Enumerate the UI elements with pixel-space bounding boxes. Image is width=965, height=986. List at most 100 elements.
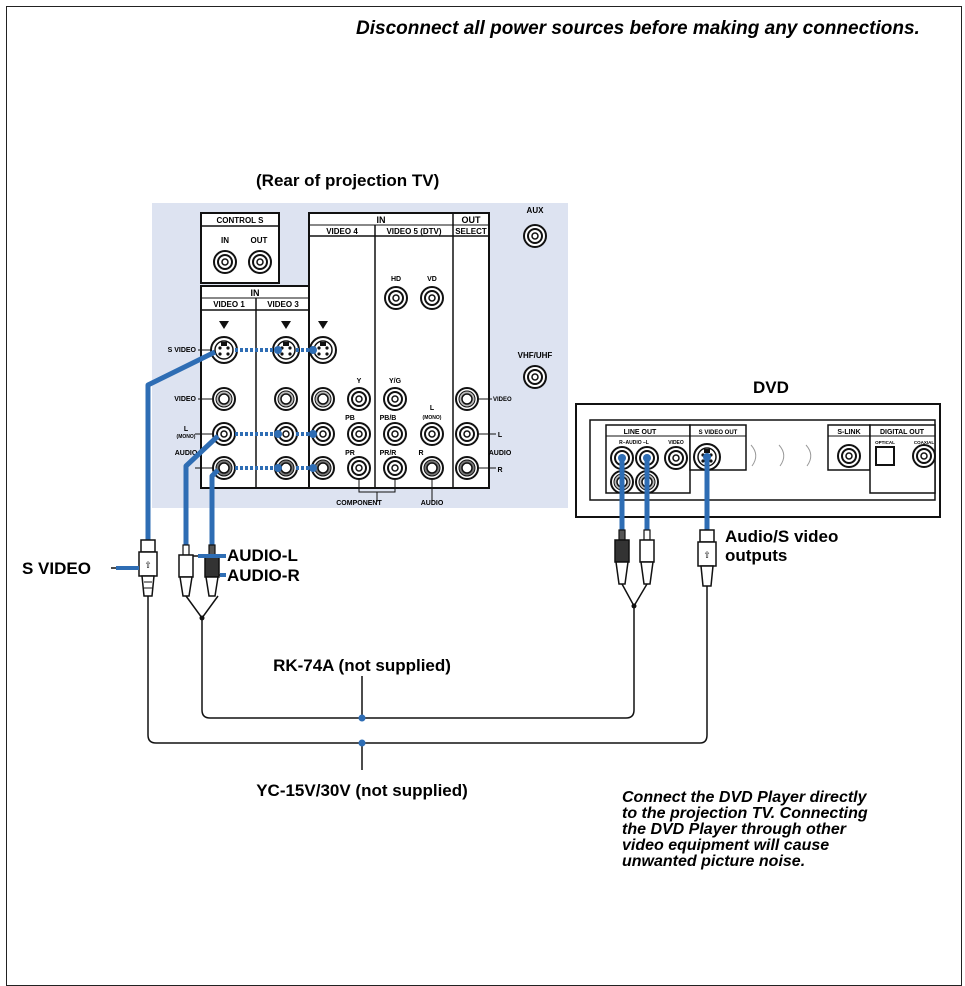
tv-audio-l-plug	[178, 544, 194, 597]
control-s-out-label: OUT	[251, 236, 268, 245]
cable-y-dots	[199, 603, 637, 621]
rk74a-label: RK-74A (not supplied)	[273, 656, 451, 675]
r-audio-l-label: R–AUDIO –L	[619, 440, 649, 446]
control-s-in-jack	[213, 250, 237, 274]
video4-video-jack	[311, 387, 335, 411]
video4-label: VIDEO 4	[326, 227, 358, 236]
note-text: Connect the DVD Player directly to the p…	[622, 789, 868, 870]
pb-label: PB	[345, 415, 355, 422]
coaxial-label: COAXIAL	[914, 440, 935, 445]
out-video-label: VIDEO	[493, 397, 512, 403]
video5-yg-jack	[383, 387, 407, 411]
prr-label: PR/R	[380, 450, 397, 457]
optical-port	[875, 446, 895, 466]
dvd-video-label: VIDEO	[668, 440, 684, 446]
rear-tv-title: (Rear of projection TV)	[256, 171, 439, 190]
line-out-label: LINE OUT	[624, 429, 657, 436]
select-label: SELECT	[455, 227, 487, 236]
in-left-label: IN	[251, 288, 260, 298]
row-l-label: L	[184, 426, 189, 433]
input-link-dots	[274, 346, 317, 472]
control-s-label: CONTROL S	[217, 216, 265, 225]
svg-text:⇧: ⇧	[703, 550, 711, 560]
component-label: COMPONENT	[336, 500, 382, 507]
hd-jack	[384, 286, 408, 310]
yg-label: Y/G	[389, 378, 402, 385]
dvd-s-link-section: S-LINK	[827, 424, 871, 471]
tv-audio-r-plug	[204, 544, 220, 597]
pbb-label: PB/B	[380, 415, 397, 422]
yc15v-label: YC-15V/30V (not supplied)	[256, 781, 468, 800]
y-label: Y	[357, 378, 362, 385]
video5-pbb-jack	[383, 422, 407, 446]
optical-label: OPTICAL	[875, 440, 895, 445]
video4-pr-jack	[347, 456, 371, 480]
video5-prr-jack	[383, 456, 407, 480]
dvd-digital-out-section: DIGITAL OUT OPTICAL COAXIAL	[869, 424, 936, 494]
row-svideo-label: S VIDEO	[168, 347, 197, 354]
dvd-output-dots	[618, 453, 711, 462]
out-video-jack	[455, 387, 479, 411]
in-top-label: IN	[377, 215, 386, 225]
dvd-audio-l-plug	[639, 529, 655, 585]
audio-r-label: AUDIO-R	[227, 566, 300, 585]
vhf-uhf-jack	[523, 365, 547, 389]
input-link-lines	[235, 348, 313, 470]
dvd-audio-r-plug	[614, 529, 630, 585]
audio-l-label: AUDIO-L	[227, 546, 298, 565]
row-audio-label: AUDIO	[175, 450, 198, 457]
s-link-label: S-LINK	[837, 429, 860, 436]
audio-bottom-label: AUDIO	[421, 500, 444, 507]
hd-label: HD	[391, 276, 401, 283]
aux-label: AUX	[527, 206, 545, 215]
control-s-in-label: IN	[221, 236, 229, 245]
video1-video-jack	[212, 387, 236, 411]
l-label: L	[430, 405, 435, 412]
video4-y-jack	[347, 387, 371, 411]
tv-left-in-block: IN VIDEO 1 VIDEO 3	[200, 285, 310, 489]
s-link-jack	[837, 444, 861, 468]
dvd-decor-arcs	[750, 444, 812, 467]
tv-input-cables	[145, 349, 220, 545]
pr-label: PR	[345, 450, 355, 457]
out-r-label: R	[497, 467, 502, 474]
control-s-out-jack	[248, 250, 272, 274]
out-audio-r-jack	[455, 456, 479, 480]
video1-audio-l-jack	[212, 422, 236, 446]
vhf-uhf-label: VHF/UHF	[518, 351, 553, 360]
video1-svideo-jack	[210, 336, 238, 364]
video5-audio-r-jack	[420, 456, 444, 480]
out-l-label: L	[498, 432, 503, 439]
control-s-box: CONTROL S IN OUT	[200, 212, 280, 284]
row-mono-label: (MONO)	[177, 434, 196, 440]
dvd-s-video-out-section: S VIDEO OUT	[689, 424, 747, 471]
dvd-video-out-jack	[664, 446, 688, 470]
video3-label: VIDEO 3	[267, 300, 299, 309]
tv-svideo-plug: ⇧	[138, 539, 158, 597]
dvd-svideo-plug: ⇧	[697, 529, 717, 587]
coaxial-jack	[912, 444, 936, 468]
dvd-outputs-label-2: outputs	[725, 546, 787, 565]
out-audio-l-jack	[455, 422, 479, 446]
s-video-label: S VIDEO	[22, 559, 91, 578]
dvd-output-cables	[619, 460, 710, 530]
video3-video-jack	[274, 387, 298, 411]
dvd-outputs-label-1: Audio/S video	[725, 527, 838, 546]
video5-label: VIDEO 5 (DTV)	[386, 227, 441, 236]
s-video-markers	[219, 321, 328, 329]
s-video-out-label: S VIDEO OUT	[699, 430, 738, 436]
cable-junction-dots	[358, 714, 366, 747]
out-top-label: OUT	[462, 215, 482, 225]
video5-audio-l-jack	[420, 422, 444, 446]
out-audio-label: AUDIO	[489, 450, 512, 457]
video4-pb-jack	[347, 422, 371, 446]
digital-out-label: DIGITAL OUT	[880, 429, 925, 436]
dvd-title: DVD	[753, 378, 789, 397]
component-bracket	[358, 480, 433, 502]
vd-label: VD	[427, 276, 437, 283]
svg-text:⇧: ⇧	[144, 560, 152, 570]
video1-label: VIDEO 1	[213, 300, 245, 309]
aux-jack	[523, 224, 547, 248]
mono-label: (MONO)	[423, 415, 442, 421]
